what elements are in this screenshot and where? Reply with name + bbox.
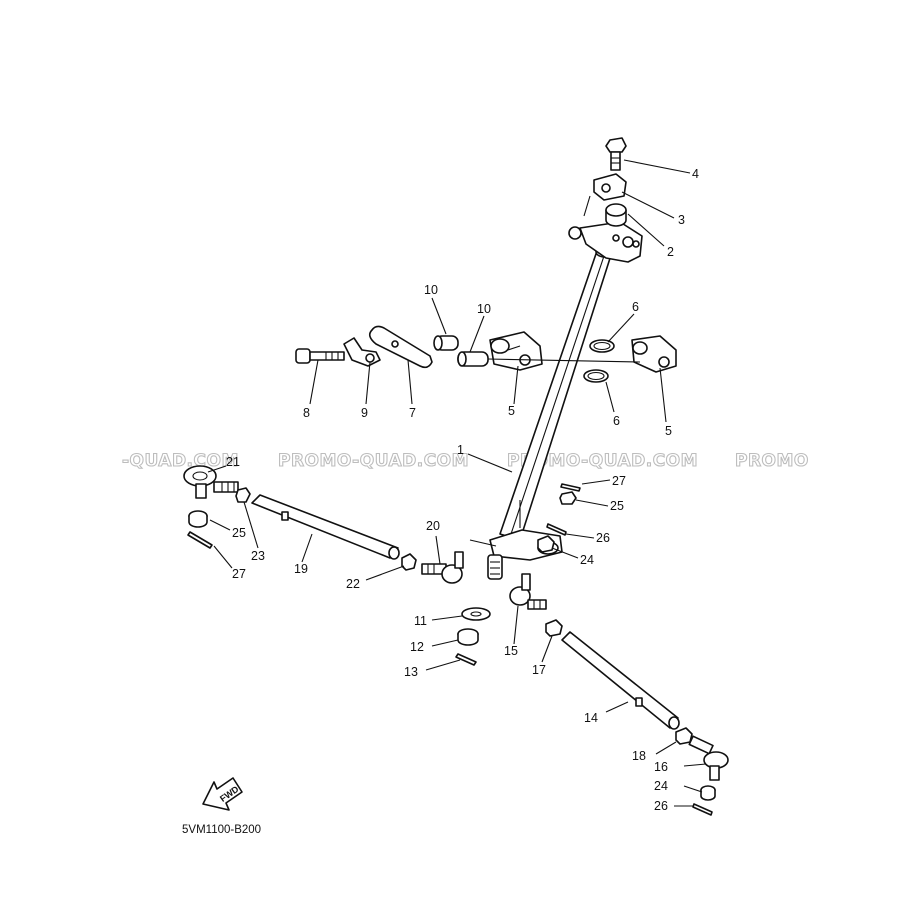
- steering-column: [487, 221, 643, 580]
- part-22-nut: [401, 553, 417, 571]
- part-25-nut-left: [188, 510, 208, 528]
- part-24-nut-lower: [700, 785, 716, 801]
- part-17-nut: [545, 619, 563, 637]
- callout-20: 20: [426, 519, 440, 533]
- callout-13: 13: [404, 665, 418, 679]
- part-10-bushing-a: [433, 335, 459, 351]
- callout-26-b: 26: [654, 799, 668, 813]
- callout-18: 18: [632, 749, 646, 763]
- part-24-nut-upper: [537, 535, 555, 553]
- part-4-bolt: [605, 137, 627, 171]
- fwd-arrow: FWD: [202, 777, 243, 811]
- callout-9: 9: [361, 406, 368, 420]
- part-25-nut-right: [559, 491, 577, 505]
- part-27-pin-left: [187, 531, 213, 549]
- part-13-pin: [455, 653, 477, 666]
- callout-10-a: 10: [424, 283, 438, 297]
- callout-6-b: 6: [613, 414, 620, 428]
- callout-10-b: 10: [477, 302, 491, 316]
- callout-15: 15: [504, 644, 518, 658]
- callout-11: 11: [414, 614, 427, 628]
- watermark-text-2: PROMO-QUAD.COM: [278, 451, 469, 471]
- callout-14: 14: [584, 711, 598, 725]
- part-12-nut: [457, 628, 479, 646]
- callout-12: 12: [410, 640, 424, 654]
- callout-8: 8: [303, 406, 310, 420]
- part-14-tie-rod: [561, 631, 680, 730]
- callout-19: 19: [294, 562, 308, 576]
- callout-5-b: 5: [665, 424, 672, 438]
- callout-4: 4: [692, 167, 699, 181]
- callout-24-b: 24: [654, 779, 668, 793]
- part-15-ball-joint: [509, 573, 547, 610]
- callout-6-a: 6: [632, 300, 639, 314]
- watermark-text-3: PROMO-QUAD.COM: [507, 451, 698, 471]
- callout-26-a: 26: [596, 531, 610, 545]
- callout-23: 23: [251, 549, 265, 563]
- part-26-pin-upper: [546, 523, 567, 536]
- part-9-washer: [343, 337, 381, 367]
- watermark-text-1: -QUAD.COM: [122, 451, 239, 471]
- part-26-pin-lower: [692, 803, 713, 816]
- leader-lines: [207, 159, 707, 807]
- part-6-ring-b: [583, 369, 609, 383]
- part-5-bracket-right: [631, 335, 677, 373]
- part-7-plate: [368, 325, 433, 369]
- callout-5-a: 5: [508, 404, 515, 418]
- callout-27-b: 27: [612, 474, 626, 488]
- part-6-ring-a: [589, 339, 615, 353]
- part-27-pin-right: [560, 483, 581, 492]
- callout-21: 21: [226, 455, 240, 469]
- part-19-tie-rod: [251, 494, 400, 560]
- part-11-washer: [461, 607, 491, 621]
- callout-7: 7: [409, 406, 416, 420]
- part-2-cap: [605, 203, 627, 227]
- part-16-tie-rod-end: [688, 735, 729, 781]
- callout-22: 22: [346, 577, 360, 591]
- part-10-bushing-b: [457, 351, 489, 367]
- part-5-bracket-left: [489, 331, 543, 371]
- callout-24-a: 24: [580, 553, 594, 567]
- diagram-code: 5VM1100-B200: [182, 824, 261, 836]
- part-21-tie-rod-end: [183, 465, 239, 499]
- callout-27-a: 27: [232, 567, 246, 581]
- callout-25-a: 25: [232, 526, 246, 540]
- part-18-nut: [675, 727, 693, 745]
- callout-16: 16: [654, 760, 668, 774]
- part-20-ball-joint: [421, 551, 464, 584]
- callout-1: 1: [457, 443, 464, 457]
- watermark-text-4: PROMO: [735, 451, 809, 471]
- callout-2: 2: [667, 245, 674, 259]
- part-8-bolt: [295, 348, 345, 364]
- part-3-holder: [593, 173, 627, 201]
- callout-25-b: 25: [610, 499, 624, 513]
- part-23-nut: [235, 487, 251, 503]
- assembly-axis-line: [487, 358, 641, 363]
- callout-numbers: 4 3 2 10 10 6 6 8 9 7 5 5 1 21 25 23 27 …: [226, 167, 699, 813]
- watermark: -QUAD.COM PROMO-QUAD.COM PROMO-QUAD.COM …: [121, 450, 809, 471]
- callout-17: 17: [532, 663, 546, 677]
- callout-3: 3: [678, 213, 685, 227]
